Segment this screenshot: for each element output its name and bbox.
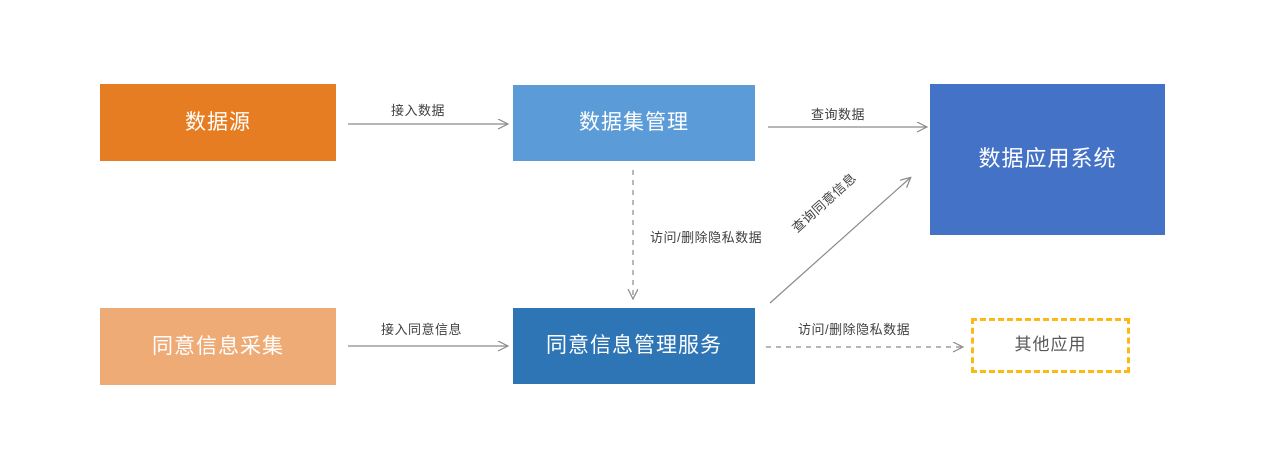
node-data-source[interactable]: 数据源 <box>100 84 336 161</box>
node-other-applications[interactable]: 其他应用 <box>971 318 1130 373</box>
node-dataset-management-label: 数据集管理 <box>579 111 689 135</box>
node-consent-collection-label: 同意信息采集 <box>152 334 284 358</box>
node-data-application-system[interactable]: 数据应用系统 <box>930 84 1165 235</box>
node-consent-management-service-label: 同意信息管理服务 <box>546 334 722 358</box>
node-other-applications-label: 其他应用 <box>1014 335 1087 355</box>
edge-label-access-delete-privacy-data-vertical: 访问/删除隐私数据 <box>650 230 763 245</box>
node-dataset-management[interactable]: 数据集管理 <box>513 85 755 161</box>
node-consent-collection[interactable]: 同意信息采集 <box>100 308 336 385</box>
edge-label-query-consent-info: 查询同意信息 <box>789 170 860 236</box>
edge-label-ingest-consent: 接入同意信息 <box>381 322 463 337</box>
node-consent-management-service[interactable]: 同意信息管理服务 <box>513 308 755 384</box>
edge-label-ingest-data: 接入数据 <box>391 103 446 118</box>
node-data-source-label: 数据源 <box>185 110 251 134</box>
edge-label-query-data: 查询数据 <box>811 107 866 122</box>
node-data-application-system-label: 数据应用系统 <box>978 146 1117 172</box>
edge-label-access-delete-privacy-data-horizontal: 访问/删除隐私数据 <box>798 322 911 337</box>
